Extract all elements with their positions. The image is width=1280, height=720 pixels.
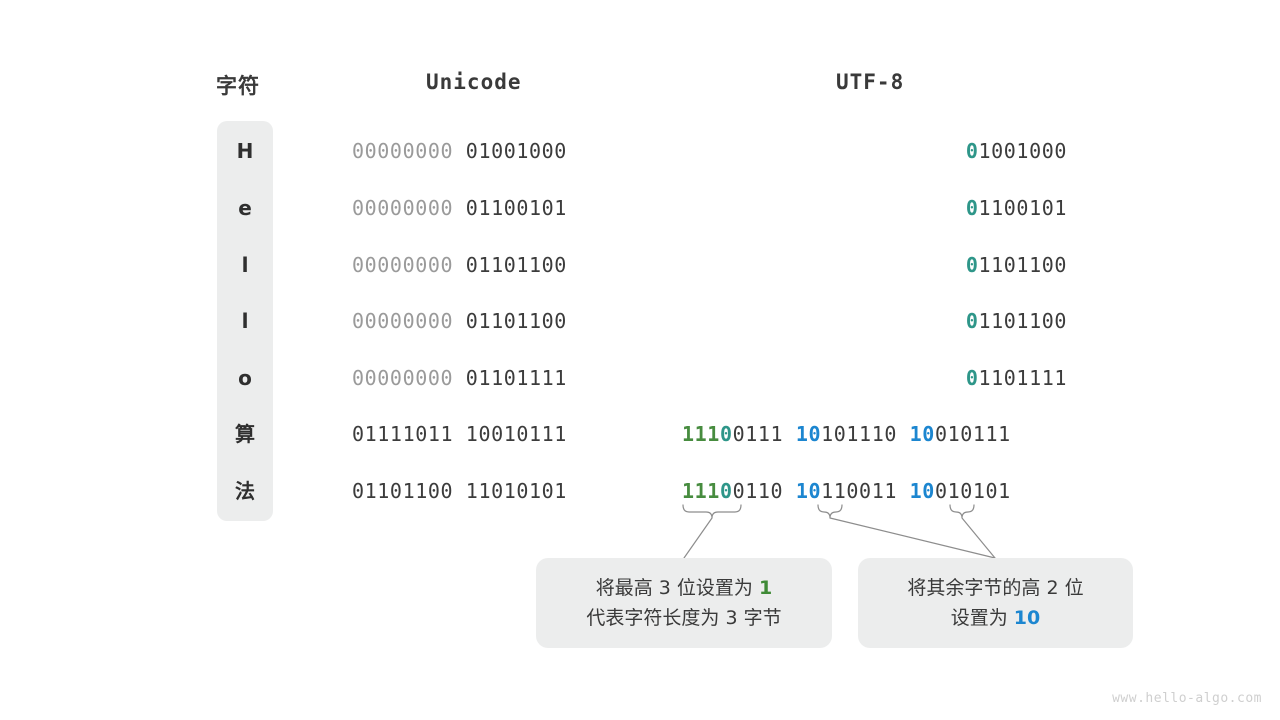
utf8-payload-bits: 1001000 — [978, 139, 1067, 163]
brace-byte2-high-bits — [817, 504, 843, 519]
unicode-high-byte: 01111011 — [352, 422, 454, 446]
utf8-byte3-continuation-marker: 10 — [909, 479, 935, 503]
unicode-space — [453, 366, 466, 390]
character-cell: e — [238, 196, 252, 220]
unicode-space — [453, 139, 466, 163]
utf8-byte-gap — [783, 479, 796, 503]
utf8-lead-bit: 0 — [965, 366, 979, 390]
utf8-byte1-terminator-bit: 0 — [719, 479, 733, 503]
utf8-byte1-terminator-bit: 0 — [719, 422, 733, 446]
utf8-lead-bit: 0 — [965, 253, 979, 277]
character-column-panel — [217, 121, 273, 521]
unicode-space — [453, 253, 466, 277]
unicode-space — [453, 196, 466, 220]
utf8-byte-gap — [897, 422, 910, 446]
unicode-value: 00000000 01101100 — [352, 251, 567, 279]
unicode-low-byte: 01101100 — [465, 253, 567, 277]
unicode-space — [453, 479, 466, 503]
utf8-byte3-payload: 010111 — [934, 422, 1011, 446]
utf8-byte3-payload: 010101 — [934, 479, 1011, 503]
callout-1-highlight: 1 — [758, 577, 773, 599]
utf8-value-multibyte: 11100111 10101110 10010111 — [682, 420, 1011, 448]
unicode-value: 00000000 01101111 — [352, 364, 567, 392]
callout-1-line-2: 代表字符长度为 3 字节 — [586, 607, 782, 629]
utf8-byte2-continuation-marker: 10 — [795, 422, 822, 446]
utf8-payload-bits: 1100101 — [978, 196, 1067, 220]
character-cell: 法 — [235, 479, 255, 503]
utf8-byte2-payload: 101110 — [821, 422, 897, 446]
unicode-high-byte: 00000000 — [352, 309, 454, 333]
leader-line-callout-2b — [961, 517, 996, 559]
unicode-value: 00000000 01101100 — [352, 307, 567, 335]
callout-1-line-1-text: 将最高 3 位设置为 — [595, 577, 759, 599]
utf8-lead-bit: 0 — [965, 196, 979, 220]
utf8-payload-bits: 1101100 — [978, 309, 1067, 333]
unicode-low-byte: 01100101 — [465, 196, 567, 220]
utf8-value-ascii: 01100101 — [966, 194, 1067, 222]
character-cell: 算 — [235, 422, 255, 446]
utf8-payload-bits: 1101100 — [978, 253, 1067, 277]
unicode-space — [453, 422, 466, 446]
header-character: 字符 — [216, 74, 260, 98]
unicode-low-byte: 10010111 — [465, 422, 567, 446]
utf8-payload-bits: 1101111 — [978, 366, 1067, 390]
watermark: www.hello-algo.com — [1112, 691, 1262, 706]
callout-length-prefix: 将最高 3 位设置为 1 代表字符长度为 3 字节 — [536, 558, 832, 648]
unicode-high-byte: 00000000 — [352, 253, 454, 277]
callout-2-line-2-text: 设置为 — [950, 607, 1014, 629]
header-unicode: Unicode — [426, 70, 522, 94]
unicode-high-byte: 00000000 — [352, 196, 454, 220]
utf8-value-ascii: 01001000 — [966, 137, 1067, 165]
unicode-value: 00000000 01001000 — [352, 137, 567, 165]
utf8-byte3-continuation-marker: 10 — [909, 422, 935, 446]
unicode-value: 00000000 01100101 — [352, 194, 567, 222]
utf8-byte2-payload: 110011 — [821, 479, 897, 503]
unicode-space — [453, 309, 466, 333]
callout-2-highlight: 10 — [1013, 607, 1041, 629]
callout-2-line-2: 设置为 10 — [951, 603, 1041, 633]
utf8-byte-gap — [783, 422, 796, 446]
utf8-byte1-payload: 0111 — [732, 422, 784, 446]
utf8-byte1-payload: 0110 — [732, 479, 784, 503]
utf8-byte-gap — [897, 479, 910, 503]
unicode-low-byte: 01001000 — [465, 139, 567, 163]
utf8-value-multibyte: 11100110 10110011 10010101 — [682, 477, 1011, 505]
unicode-high-byte: 00000000 — [352, 139, 454, 163]
callout-2-line-1: 将其余字节的高 2 位 — [907, 577, 1084, 599]
unicode-value: 01101100 11010101 — [352, 477, 567, 505]
utf8-byte1-length-marker: 111 — [682, 422, 720, 446]
utf8-lead-bit: 0 — [965, 139, 979, 163]
unicode-low-byte: 01101100 — [465, 309, 567, 333]
unicode-low-byte: 01101111 — [465, 366, 567, 390]
header-utf8: UTF-8 — [836, 70, 905, 94]
unicode-high-byte: 00000000 — [352, 366, 454, 390]
utf8-value-ascii: 01101100 — [966, 307, 1067, 335]
callout-1-line-1: 将最高 3 位设置为 1 — [596, 573, 772, 603]
brace-byte1-high-bits — [682, 504, 742, 519]
unicode-high-byte: 01101100 — [352, 479, 454, 503]
utf8-value-ascii: 01101111 — [966, 364, 1067, 392]
character-cell: o — [238, 366, 252, 390]
leader-line-callout-2a — [829, 517, 996, 559]
unicode-value: 01111011 10010111 — [352, 420, 567, 448]
utf8-byte2-continuation-marker: 10 — [795, 479, 822, 503]
character-cell: l — [241, 309, 249, 333]
character-cell: H — [236, 139, 254, 163]
leader-line-callout-1 — [683, 517, 713, 559]
brace-byte3-high-bits — [949, 504, 975, 519]
unicode-low-byte: 11010101 — [465, 479, 567, 503]
character-cell: l — [241, 253, 249, 277]
utf8-value-ascii: 01101100 — [966, 251, 1067, 279]
utf8-lead-bit: 0 — [965, 309, 979, 333]
utf8-byte1-length-marker: 111 — [682, 479, 720, 503]
callout-continuation-bits: 将其余字节的高 2 位 设置为 10 — [858, 558, 1133, 648]
